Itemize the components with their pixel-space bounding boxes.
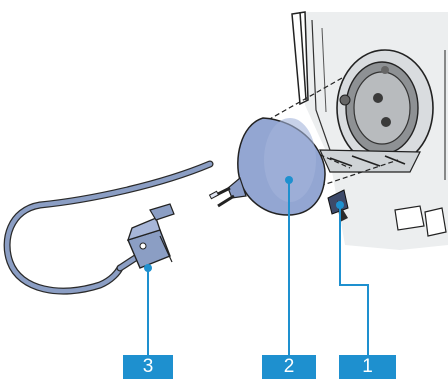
callout-label-2: 2: [262, 355, 316, 379]
funnel-connector: [210, 118, 325, 215]
callout-label-3: 3: [123, 355, 173, 379]
callout-label-1: 1: [339, 355, 396, 379]
power-cable: [7, 164, 210, 291]
device-housing: [292, 12, 448, 250]
